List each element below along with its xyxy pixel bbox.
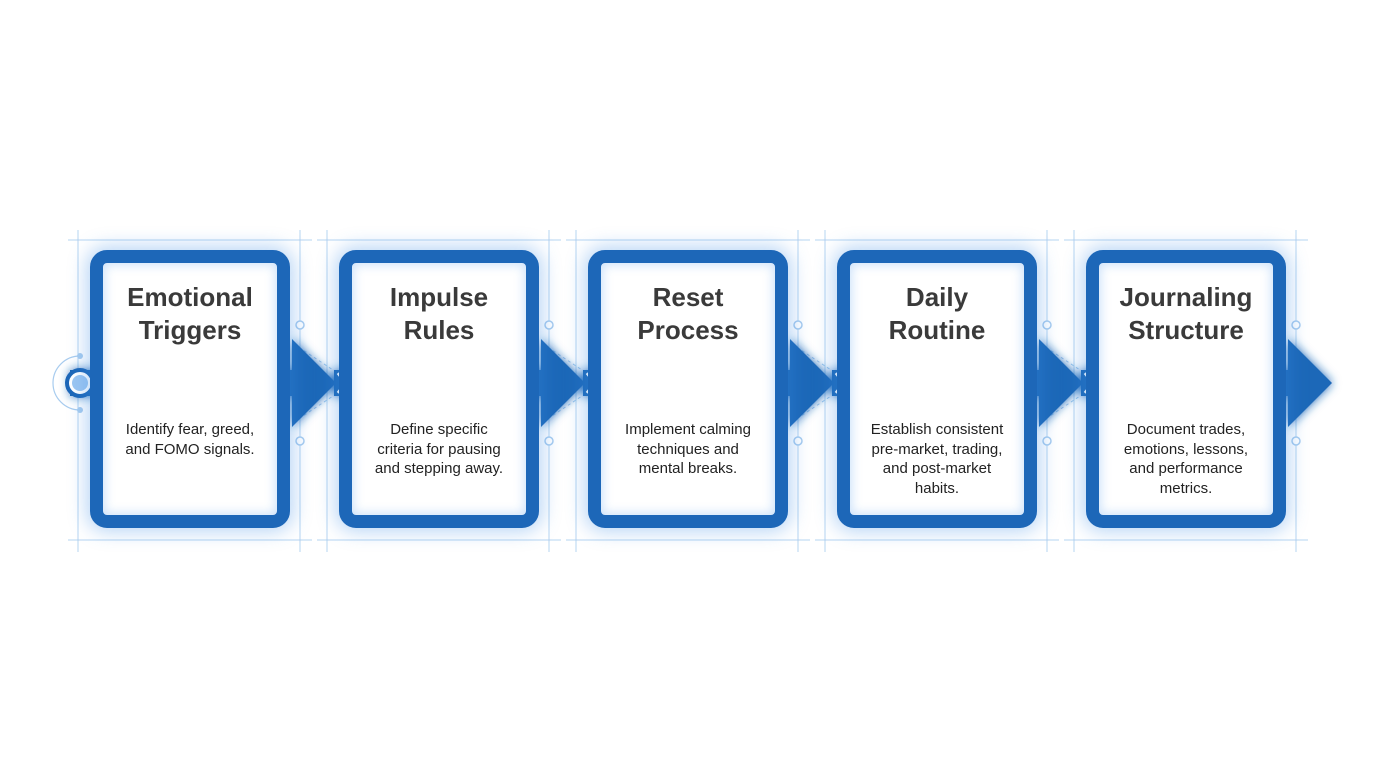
stage-frame: [339, 250, 539, 528]
connector-node: [77, 353, 83, 359]
stage-frame: [588, 250, 788, 528]
connector-node: [1042, 436, 1052, 446]
stage-frame: [90, 250, 290, 528]
stage-description: Document trades, emotions, lessons, and …: [1123, 421, 1249, 497]
connector-node: [793, 436, 803, 446]
stage-description: Identify fear, greed, and FOMO signals.: [125, 421, 255, 458]
stage-title: Emotional Triggers: [127, 282, 253, 345]
connector-node: [1042, 320, 1052, 330]
stage-description: Establish consistent pre-market, trading…: [870, 421, 1004, 497]
stage-frame: [1086, 250, 1286, 528]
stage-description: Implement calming techniques and mental …: [625, 421, 751, 477]
stage-title: Journaling Structure: [1119, 282, 1253, 345]
connector-node: [1291, 436, 1301, 446]
stage-description: Define specific criteria for pausing and…: [374, 421, 504, 477]
stage-card-journaling-structure: Journaling Structure Document trades, em…: [1086, 250, 1286, 528]
stage-card-impulse-rules: Impulse Rules Define specific criteria f…: [339, 250, 539, 528]
stage-title: Daily Routine: [888, 282, 986, 345]
connector-node: [1291, 320, 1301, 330]
stage-title: Reset Process: [637, 282, 739, 345]
connector-node: [77, 407, 83, 413]
stage-title: Impulse Rules: [389, 282, 489, 345]
connector-node: [295, 436, 305, 446]
stage-card-emotional-triggers: Emotional Triggers Identify fear, greed,…: [90, 250, 290, 528]
connector-node: [544, 436, 554, 446]
start-node-ring: [52, 355, 81, 411]
stage-card-reset-process: Reset Process Implement calming techniqu…: [588, 250, 788, 528]
connector-node: [544, 320, 554, 330]
connector-node: [793, 320, 803, 330]
stage-frame: [837, 250, 1037, 528]
stage-card-daily-routine: Daily Routine Establish consistent pre-m…: [837, 250, 1037, 528]
connector-node: [295, 320, 305, 330]
start-node-core: [72, 375, 88, 391]
